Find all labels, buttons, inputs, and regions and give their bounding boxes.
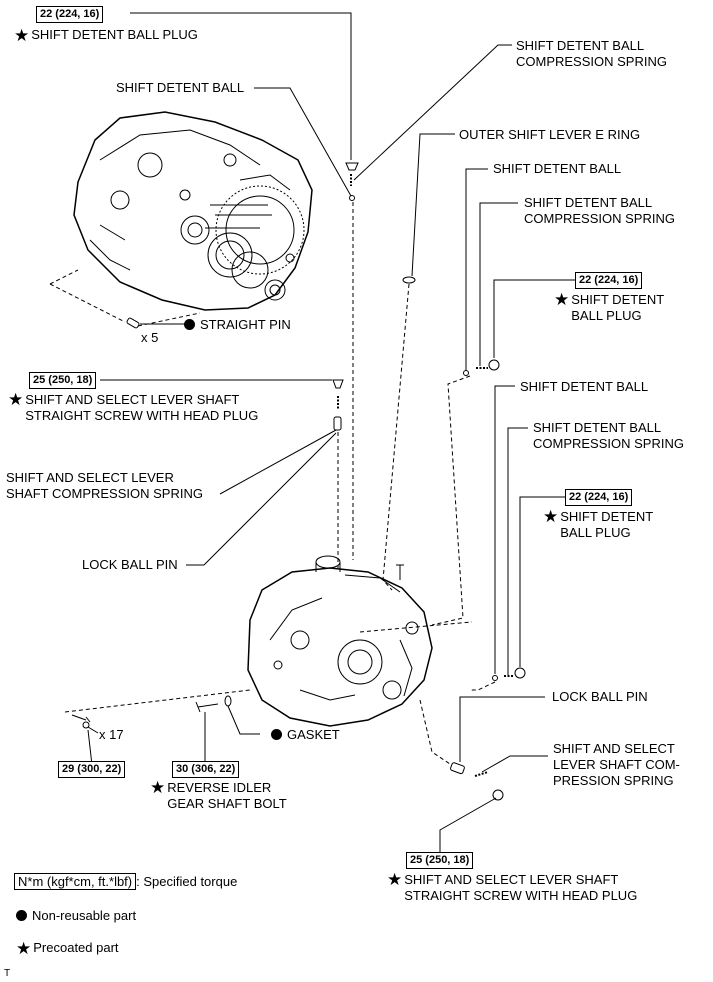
label-shift-detent-ball-r1: SHIFT DETENT BALL — [493, 161, 622, 176]
legend-torque-box: N*m (kgf*cm, ft.*lbf) — [14, 873, 137, 890]
leader-lines — [87, 12, 575, 853]
torque-box-plug-top: 22 (224, 16) — [36, 6, 104, 23]
star-icon: ★ — [554, 290, 570, 309]
non-reusable-dot-icon — [16, 910, 27, 921]
label-shift-detent-ball-plug-r1: ★SHIFT DETENT BALL PLUG — [554, 290, 665, 323]
label-shift-detent-ball-top: SHIFT DETENT BALL — [116, 80, 245, 95]
label-screw-head-plug-left: ★SHIFT AND SELECT LEVER SHAFT STRAIGHT S… — [8, 390, 259, 423]
torque-box-screw-left: 25 (250, 18) — [29, 372, 97, 389]
label-compression-spring-left: SHIFT AND SELECT LEVER SHAFT COMPRESSION… — [6, 470, 203, 501]
star-icon: ★ — [8, 390, 24, 409]
label-outer-shift-lever-e-ring: OUTER SHIFT LEVER E RING — [459, 127, 641, 142]
legend-precoated: ★Precoated part — [16, 939, 119, 958]
label-gasket: GASKET — [271, 727, 340, 743]
legend-specified-torque: N*m (kgf*cm, ft.*lbf): Specified torque — [14, 873, 237, 890]
label-lock-ball-pin-right: LOCK BALL PIN — [552, 689, 648, 704]
label-screw-head-plug-right: ★SHIFT AND SELECT LEVER SHAFT STRAIGHT S… — [387, 870, 638, 903]
torque-box-reverse-bolt: 30 (306, 22) — [172, 761, 240, 778]
label-compression-spring-r2: SHIFT DETENT BALL COMPRESSION SPRING — [533, 420, 684, 451]
transaxle-lower-illustration — [247, 555, 433, 727]
label-compression-spring-top: SHIFT DETENT BALL COMPRESSION SPRING — [516, 38, 667, 69]
legend-non-reusable: Non-reusable part — [16, 908, 136, 924]
alignment-lines — [49, 202, 496, 765]
torque-box-plug-r2: 22 (224, 16) — [565, 489, 633, 506]
label-compression-spring-right: SHIFT AND SELECT LEVER SHAFT COM- PRESSI… — [553, 741, 680, 788]
torque-box-plug-r1: 22 (224, 16) — [575, 272, 643, 289]
star-icon: ★ — [14, 26, 30, 45]
non-reusable-dot-icon — [271, 729, 282, 740]
label-compression-spring-r1: SHIFT DETENT BALL COMPRESSION SPRING — [524, 195, 675, 226]
transaxle-upper-illustration — [73, 111, 313, 311]
label-lock-ball-pin-left: LOCK BALL PIN — [82, 557, 178, 572]
star-icon: ★ — [387, 870, 403, 889]
label-reverse-idler-gear-shaft-bolt: ★REVERSE IDLER GEAR SHAFT BOLT — [150, 778, 287, 811]
label-shift-detent-ball-r2: SHIFT DETENT BALL — [520, 379, 649, 394]
label-shift-detent-ball-plug-r2: ★SHIFT DETENT BALL PLUG — [543, 507, 654, 540]
star-icon: ★ — [543, 507, 559, 526]
label-x5: x 5 — [141, 330, 159, 345]
label-x17: x 17 — [99, 727, 124, 742]
label-straight-pin: STRAIGHT PIN — [184, 317, 291, 333]
torque-box-screw-right: 25 (250, 18) — [406, 852, 474, 869]
non-reusable-dot-icon — [184, 319, 195, 330]
label-shift-detent-ball-plug-top: ★SHIFT DETENT BALL PLUG — [14, 26, 198, 45]
torque-box-bolt-x17: 29 (300, 22) — [58, 761, 126, 778]
star-icon: ★ — [16, 939, 32, 958]
star-icon: ★ — [150, 778, 166, 797]
small-parts — [71, 162, 526, 801]
corner-mark: T — [4, 968, 11, 979]
